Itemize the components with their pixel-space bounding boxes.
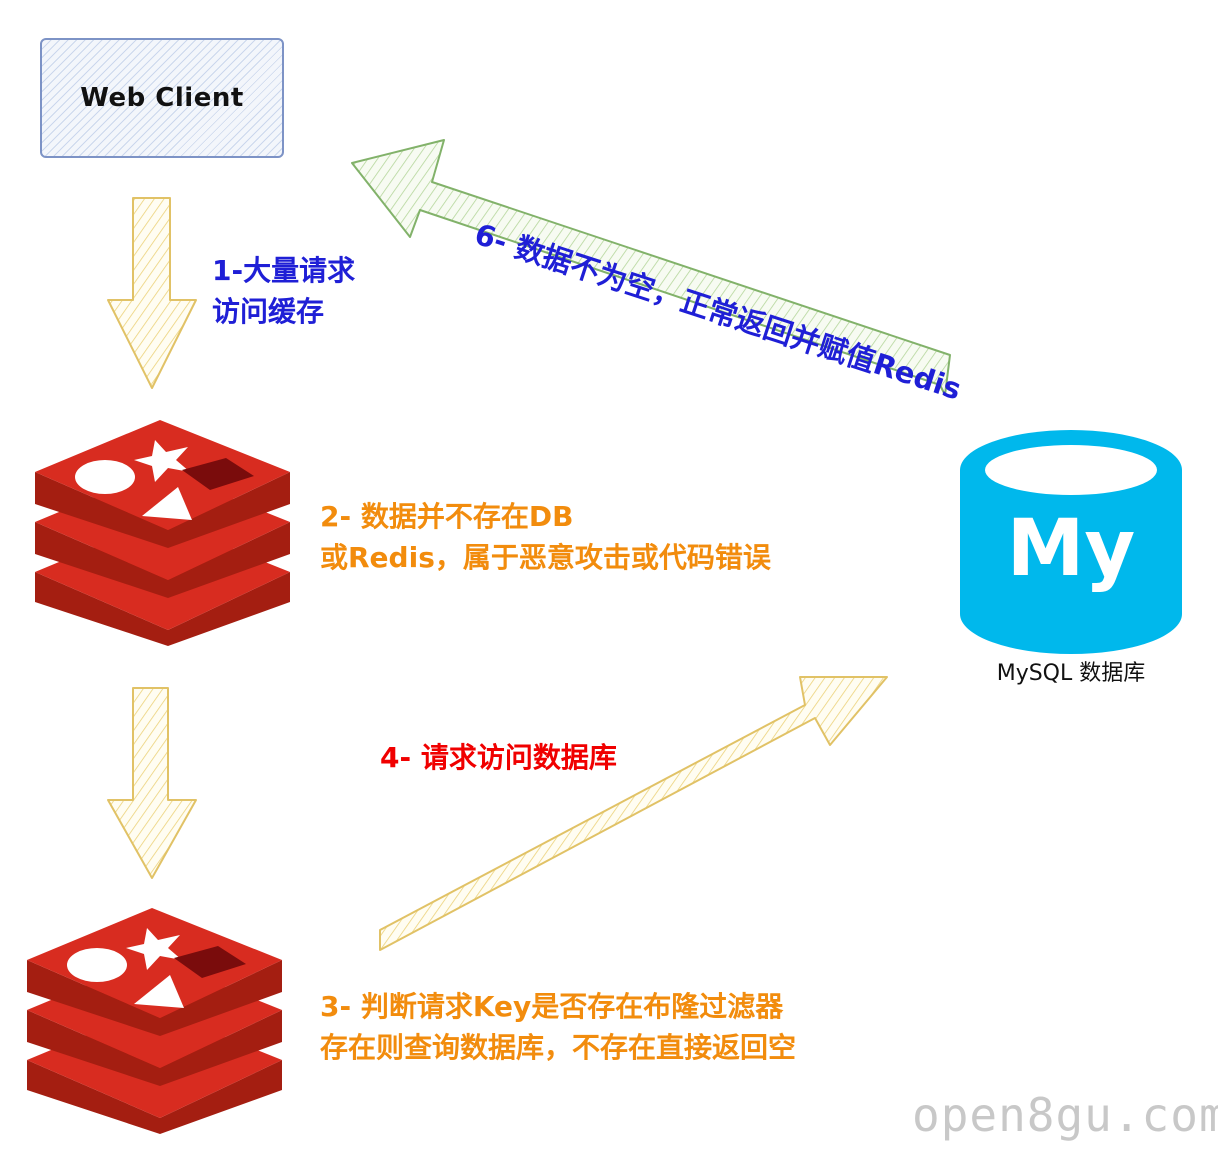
arrow-redis-to-redis: [107, 687, 197, 879]
arrow-mysql-to-client: [351, 139, 951, 396]
watermark: open8gu.com: [912, 1088, 1218, 1142]
step3-line1: 3- 判断请求Key是否存在布隆过滤器: [320, 990, 784, 1023]
web-client-box: Web Client: [40, 38, 284, 158]
arrow-client-to-redis: [107, 197, 197, 389]
step3-line2: 存在则查询数据库，不存在直接返回空: [320, 1031, 797, 1064]
step1-line2: 访问缓存: [212, 295, 325, 328]
arrow-redis-to-mysql: [379, 676, 888, 951]
step2-line1: 2- 数据并不存在DB: [320, 500, 574, 533]
mysql-logo-text: My: [1007, 504, 1135, 594]
web-client-label: Web Client: [80, 83, 244, 113]
redis-bloom-filter-icon: [27, 908, 282, 1134]
step1-line1: 1-大量请求: [212, 254, 356, 287]
step1-label: 1-大量请求 访问缓存: [212, 250, 355, 332]
step2-line2: 或Redis，属于恶意攻击或代码错误: [320, 541, 771, 574]
step4-label: 4- 请求访问数据库: [380, 741, 617, 774]
mysql-database-icon: My: [960, 430, 1182, 654]
redis-cache-icon: [35, 420, 290, 646]
mysql-caption: MySQL 数据库: [996, 661, 1146, 686]
step2-label: 2- 数据并不存在DB 或Redis，属于恶意攻击或代码错误: [320, 496, 771, 578]
step3-label: 3- 判断请求Key是否存在布隆过滤器 存在则查询数据库，不存在直接返回空: [320, 986, 796, 1068]
